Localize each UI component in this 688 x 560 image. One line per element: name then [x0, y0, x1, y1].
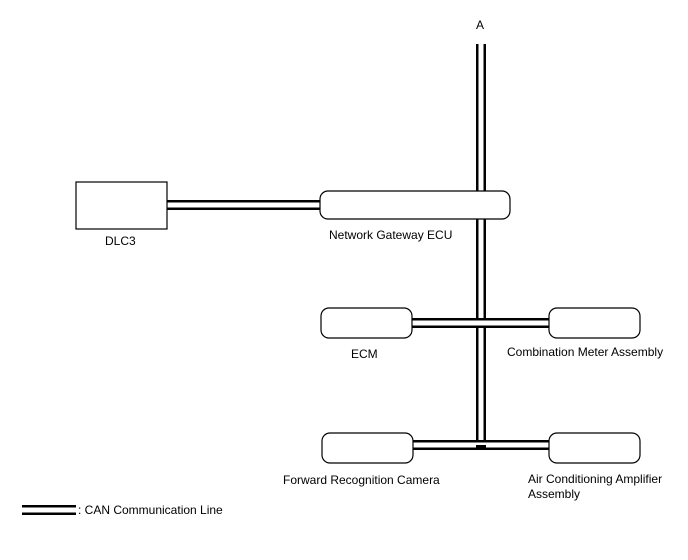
dlc3-box	[75, 181, 168, 230]
air-conditioning-amplifier-label-line2: Assembly	[528, 487, 581, 501]
network-gateway-ecu-label: Network Gateway ECU	[329, 228, 453, 242]
trunk-bottom-cap	[476, 445, 486, 450]
vertical-trunk-line	[476, 44, 486, 445]
trunk-crossing-fill	[478, 320, 484, 326]
ecm-label: ECM	[351, 347, 378, 361]
legend-can-line-label: : CAN Communication Line	[78, 503, 223, 517]
connector-a-label: A	[476, 18, 485, 32]
dlc3-label: DLC3	[105, 234, 136, 248]
legend-can-line-sample	[22, 505, 76, 515]
air-conditioning-amplifier-box	[548, 432, 641, 464]
dlc3-to-gateway-line	[167, 200, 321, 210]
air-conditioning-amplifier-label-line1: Air Conditioning Amplifier	[528, 472, 663, 486]
combination-meter-label: Combination Meter Assembly	[507, 345, 664, 359]
forward-recognition-camera-label: Forward Recognition Camera	[283, 473, 440, 487]
forward-recognition-camera-box	[321, 432, 414, 464]
combination-meter-box	[548, 307, 641, 339]
ecm-box	[320, 307, 413, 339]
network-gateway-ecu-box	[319, 190, 511, 220]
